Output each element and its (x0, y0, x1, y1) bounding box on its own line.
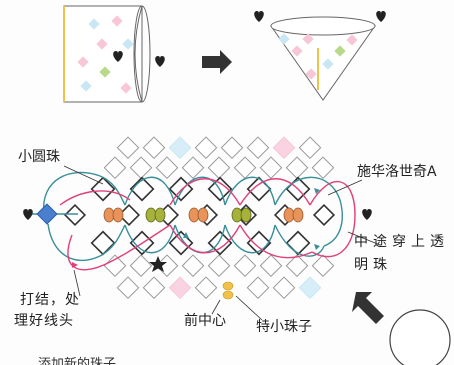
label-front-center: 前中心 (184, 313, 226, 329)
bead-group (145, 207, 166, 223)
cone-illustration (270, 16, 376, 101)
extra-small-bead (222, 281, 234, 291)
arrow-right-icon (202, 50, 232, 74)
label-small-round-bead: 小圆珠 (18, 149, 60, 165)
heart-icon (23, 209, 33, 220)
label-tie-knot-line1: 打结，处 (20, 292, 80, 308)
star-icon (149, 256, 167, 272)
label-extra-small-bead: 特小珠子 (256, 319, 312, 335)
extra-small-bead (222, 290, 234, 300)
transparent-bead-circle (389, 309, 451, 365)
arrow-head (183, 232, 189, 238)
seed-beads (103, 207, 304, 300)
heart-icon (155, 56, 165, 67)
arrow-up-left-icon (352, 292, 384, 324)
leader-lines (63, 165, 381, 321)
cylinder-illustration (63, 5, 151, 103)
label-swarovski-a: 施华洛世奇A (357, 164, 437, 180)
label-pass-through-line1: 中途穿上透 (354, 234, 449, 250)
arrow-head (314, 244, 320, 250)
heart-icon (362, 209, 372, 220)
bead-group (103, 207, 124, 223)
arrow-head (314, 188, 320, 194)
bead-grid (103, 136, 335, 300)
blue-end-bead (36, 203, 58, 225)
label-pass-through-line2: 明珠 (354, 257, 392, 273)
teal-thread (28, 171, 343, 261)
label-tie-knot-line2: 理好线头 (14, 313, 74, 329)
bead-group (283, 207, 304, 223)
label-bottom-cut: 添加新的珠子 (38, 357, 117, 365)
heart-icon (254, 11, 264, 22)
heart-icon (376, 11, 386, 22)
heart-icon (113, 51, 123, 62)
bead-group (231, 207, 252, 223)
bead-group (188, 207, 209, 223)
arrow-head (72, 262, 78, 268)
pink-thread (59, 178, 356, 271)
